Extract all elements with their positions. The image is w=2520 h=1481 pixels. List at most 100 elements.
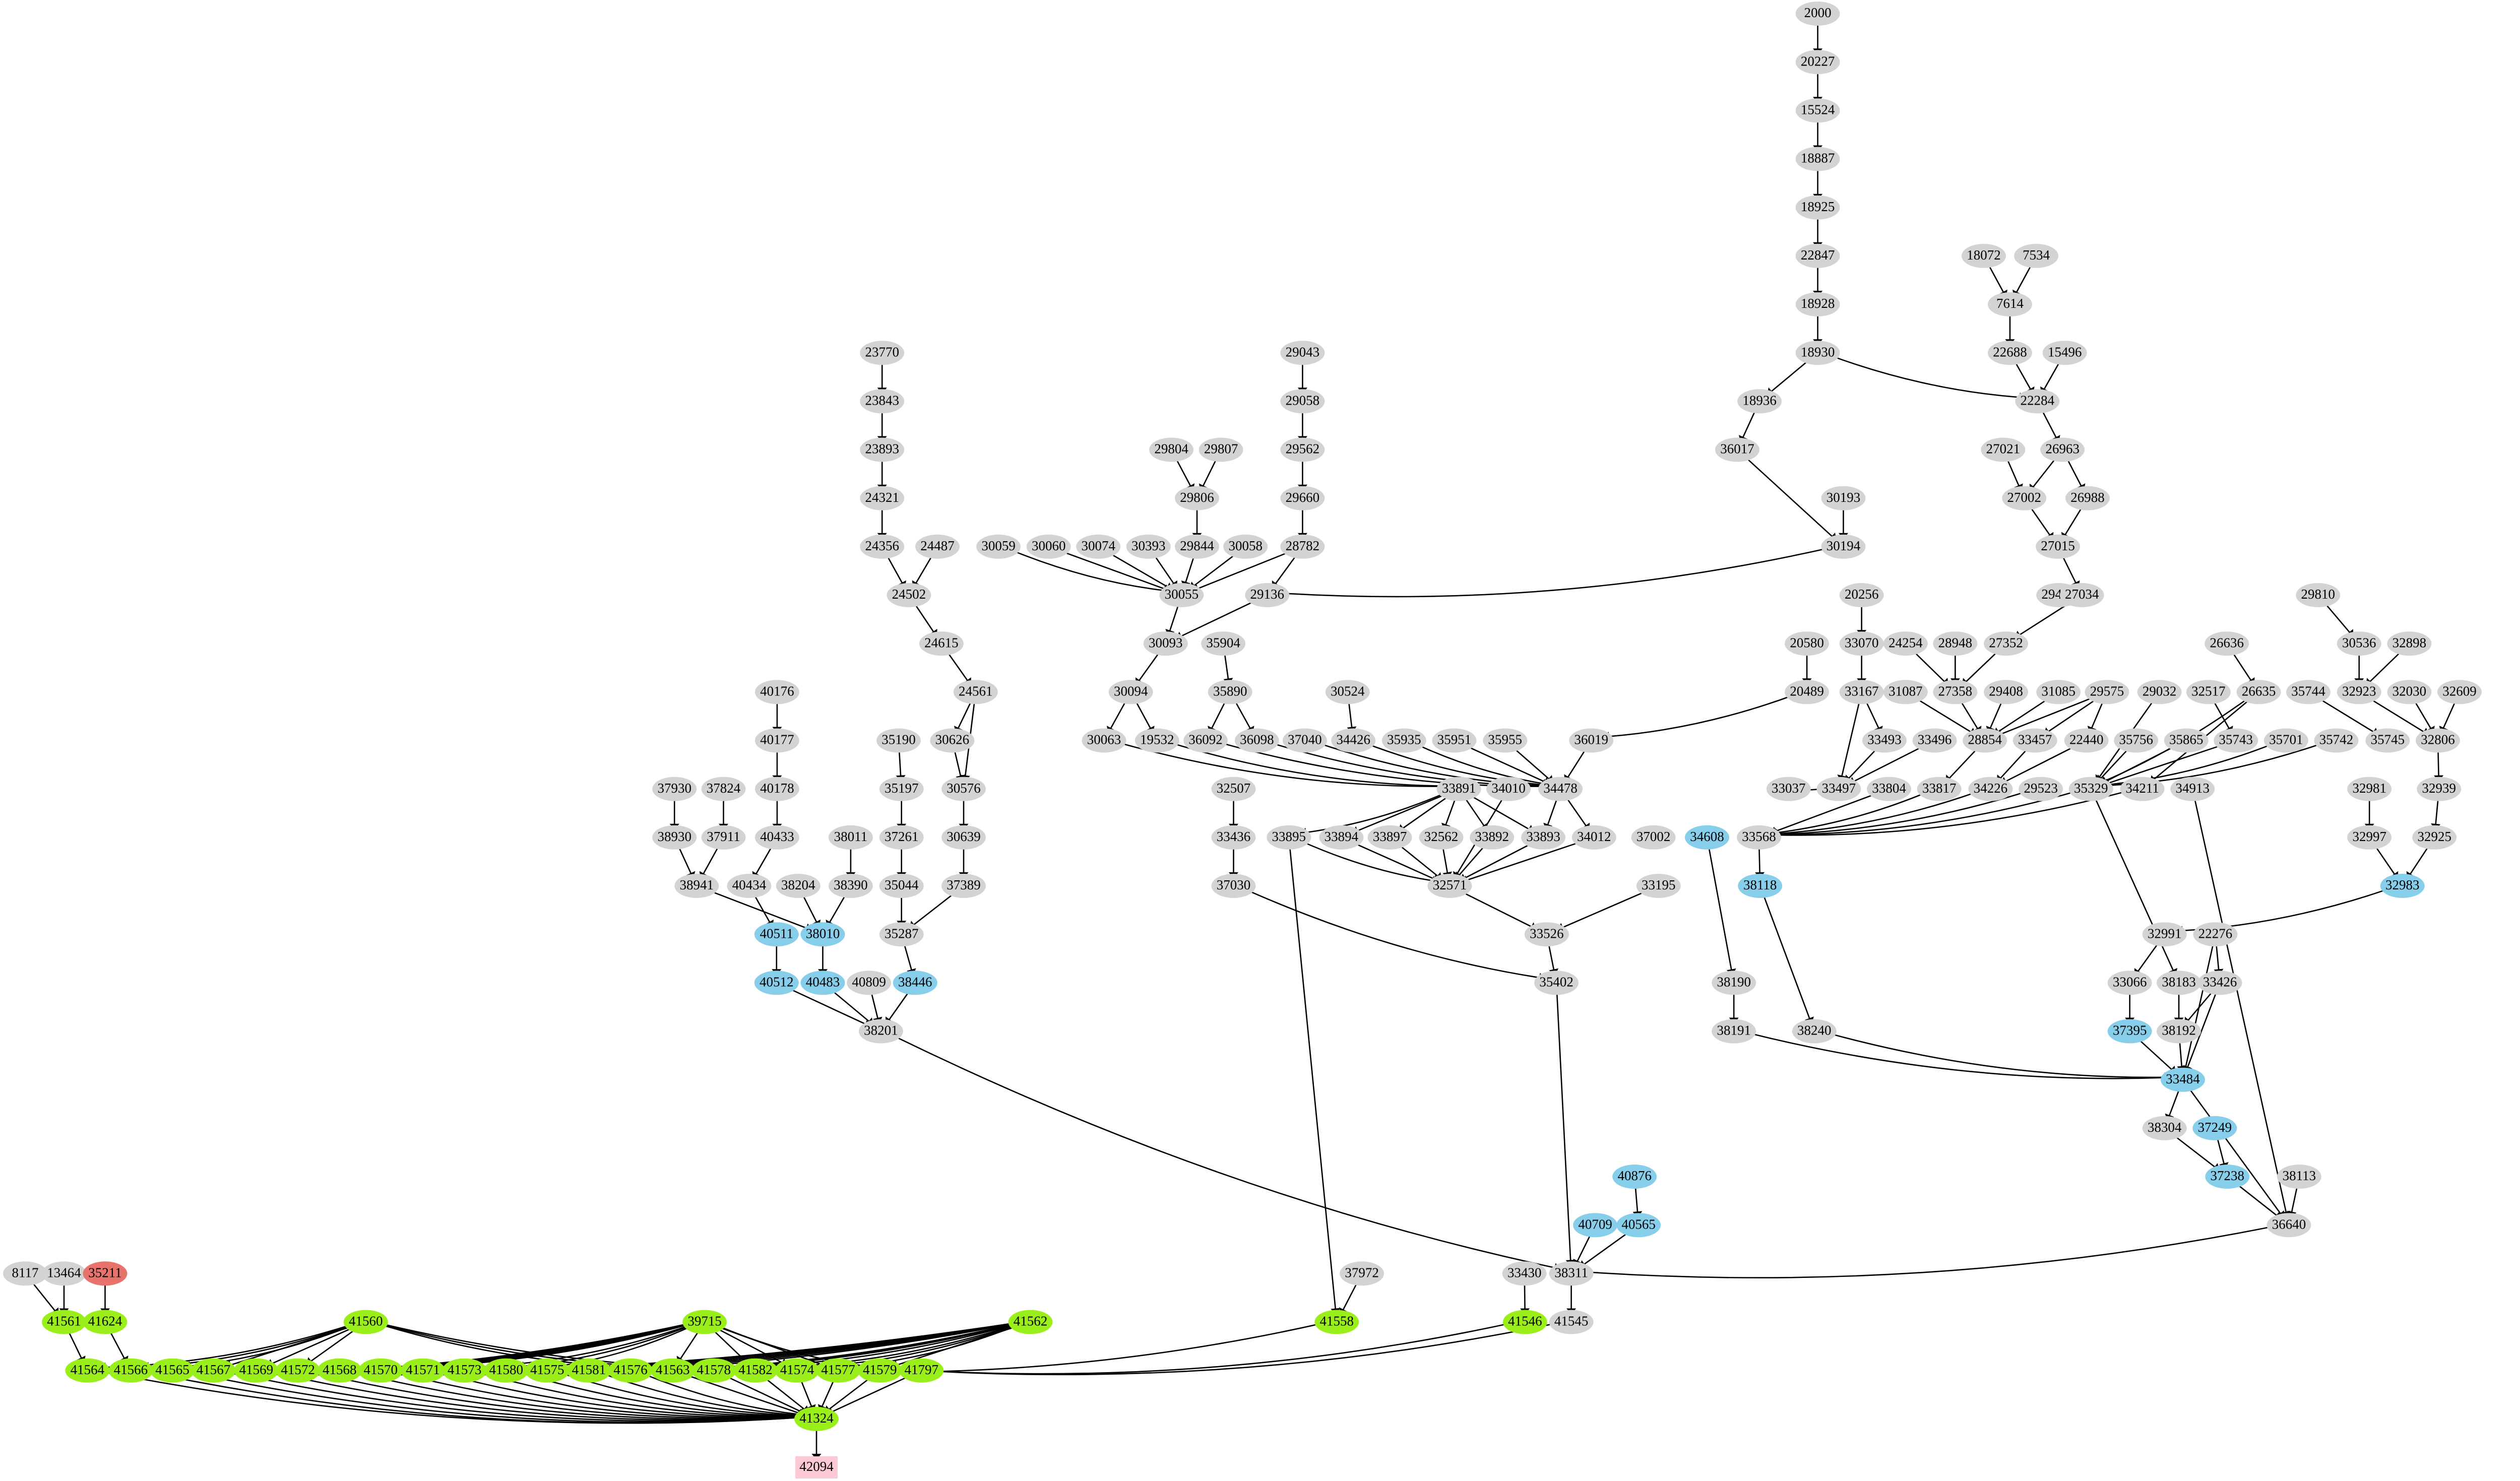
graph-node[interactable]: 29408	[1984, 680, 2029, 704]
graph-node[interactable]: 37261	[879, 825, 924, 850]
graph-node[interactable]: 20227	[1795, 50, 1840, 75]
graph-node[interactable]: 8117	[3, 1261, 47, 1286]
graph-node[interactable]: 41558	[1314, 1310, 1359, 1334]
graph-node[interactable]: 33895	[1267, 825, 1311, 850]
graph-node[interactable]: 32562	[1419, 825, 1464, 850]
graph-node[interactable]: 33496	[1912, 728, 1957, 753]
graph-node[interactable]: 20580	[1785, 631, 1830, 656]
graph-node[interactable]: 38204	[776, 874, 821, 898]
graph-node[interactable]: 20256	[1839, 583, 1884, 607]
graph-node[interactable]: 24321	[860, 486, 905, 510]
graph-node[interactable]: 36640	[2266, 1213, 2311, 1238]
graph-node[interactable]: 32981	[2347, 777, 2392, 801]
graph-node[interactable]: 31087	[1883, 680, 1928, 704]
graph-node[interactable]: 41572	[276, 1358, 321, 1383]
graph-node[interactable]: 33037	[1766, 777, 1811, 801]
graph-node[interactable]: 41573	[442, 1358, 487, 1383]
graph-node[interactable]: 41579	[857, 1358, 902, 1383]
graph-node[interactable]: 33070	[1839, 631, 1884, 656]
graph-node[interactable]: 27002	[2002, 486, 2047, 510]
graph-node[interactable]: 41574	[775, 1358, 820, 1383]
graph-node[interactable]: 37911	[701, 825, 746, 850]
graph-node[interactable]: 32898	[2387, 631, 2432, 656]
graph-node[interactable]: 29844	[1175, 534, 1219, 559]
graph-node[interactable]: 35742	[2314, 728, 2359, 753]
graph-node[interactable]: 33897	[1367, 825, 1412, 850]
graph-node[interactable]: 41560	[343, 1310, 388, 1334]
graph-node[interactable]: 27015	[2036, 534, 2081, 559]
graph-node[interactable]: 34012	[1571, 825, 1616, 850]
graph-node[interactable]: 18930	[1795, 341, 1840, 365]
graph-node[interactable]: 38446	[893, 971, 937, 995]
graph-node[interactable]: 29810	[2296, 583, 2341, 607]
graph-node[interactable]: 37238	[2205, 1165, 2250, 1189]
graph-node[interactable]: 26963	[2040, 437, 2085, 462]
graph-node[interactable]: 18936	[1737, 389, 1782, 414]
graph-node[interactable]: 37972	[1340, 1261, 1384, 1286]
graph-node[interactable]: 24356	[860, 534, 905, 559]
graph-node[interactable]: 28948	[1933, 631, 1978, 656]
graph-node[interactable]: 13464	[42, 1261, 86, 1286]
graph-node[interactable]: 41581	[566, 1358, 611, 1383]
graph-node[interactable]: 36019	[1569, 728, 1614, 753]
graph-node[interactable]: 35955	[1483, 728, 1528, 753]
graph-node[interactable]: 38240	[1792, 1019, 1837, 1044]
graph-node[interactable]: 30060	[1026, 534, 1071, 559]
graph-node[interactable]: 36017	[1715, 437, 1759, 462]
graph-node[interactable]: 29043	[1280, 341, 1325, 365]
graph-node[interactable]: 22440	[2064, 728, 2109, 753]
graph-node[interactable]: 29032	[2137, 680, 2182, 704]
graph-node[interactable]: 42094	[795, 1456, 838, 1478]
graph-node[interactable]: 24487	[915, 534, 960, 559]
graph-node[interactable]: 41577	[816, 1358, 860, 1383]
graph-node[interactable]: 29807	[1199, 437, 1243, 462]
graph-node[interactable]: 28782	[1280, 534, 1325, 559]
graph-node[interactable]: 41570	[358, 1358, 403, 1383]
graph-node[interactable]: 33484	[2161, 1067, 2205, 1092]
graph-node[interactable]: 24615	[919, 631, 964, 656]
graph-node[interactable]: 32806	[2416, 728, 2460, 753]
graph-node[interactable]: 40876	[1612, 1165, 1657, 1189]
graph-node[interactable]: 23893	[860, 437, 905, 462]
graph-node[interactable]: 41566	[108, 1358, 153, 1383]
graph-node[interactable]: 33426	[2197, 971, 2242, 995]
graph-node[interactable]: 33526	[1524, 922, 1569, 947]
graph-node[interactable]: 32517	[2186, 680, 2231, 704]
graph-node[interactable]: 41568	[317, 1358, 362, 1383]
graph-node[interactable]: 40178	[754, 777, 799, 801]
graph-node[interactable]: 35935	[1381, 728, 1426, 753]
graph-node[interactable]: 35904	[1201, 631, 1246, 656]
graph-node[interactable]: 35743	[2214, 728, 2258, 753]
graph-node[interactable]: 39715	[682, 1310, 727, 1334]
graph-node[interactable]: 34226	[1968, 777, 2013, 801]
graph-node[interactable]: 29136	[1245, 583, 1290, 607]
graph-node[interactable]: 27034	[2059, 583, 2104, 607]
graph-node[interactable]: 30194	[1821, 534, 1866, 559]
graph-node[interactable]: 41797	[899, 1358, 944, 1383]
graph-node[interactable]: 40433	[754, 825, 799, 850]
graph-node[interactable]: 40177	[754, 728, 799, 753]
graph-node[interactable]: 35745	[2365, 728, 2410, 753]
graph-node[interactable]: 34426	[1331, 728, 1376, 753]
graph-node[interactable]: 35890	[1208, 680, 1252, 704]
graph-node[interactable]: 38941	[674, 874, 719, 898]
graph-node[interactable]: 40434	[727, 874, 772, 898]
graph-node[interactable]: 15496	[2042, 341, 2087, 365]
graph-node[interactable]: 30058	[1223, 534, 1268, 559]
graph-node[interactable]: 35756	[2114, 728, 2159, 753]
graph-node[interactable]: 32939	[2417, 777, 2462, 801]
graph-node[interactable]: 35211	[83, 1261, 128, 1286]
graph-node[interactable]: 40512	[754, 971, 799, 995]
graph-node[interactable]: 40709	[1573, 1213, 1618, 1238]
graph-node[interactable]: 15524	[1795, 98, 1840, 123]
graph-node[interactable]: 22284	[2015, 389, 2060, 414]
graph-node[interactable]: 30393	[1126, 534, 1171, 559]
graph-node[interactable]: 36092	[1183, 728, 1228, 753]
graph-node[interactable]: 33892	[1470, 825, 1515, 850]
graph-node[interactable]: 41575	[525, 1358, 570, 1383]
graph-node[interactable]: 33497	[1816, 777, 1861, 801]
graph-node[interactable]: 33457	[2012, 728, 2057, 753]
graph-node[interactable]: 41571	[401, 1358, 445, 1383]
graph-node[interactable]: 41582	[733, 1358, 778, 1383]
graph-node[interactable]: 7614	[1988, 292, 2032, 316]
